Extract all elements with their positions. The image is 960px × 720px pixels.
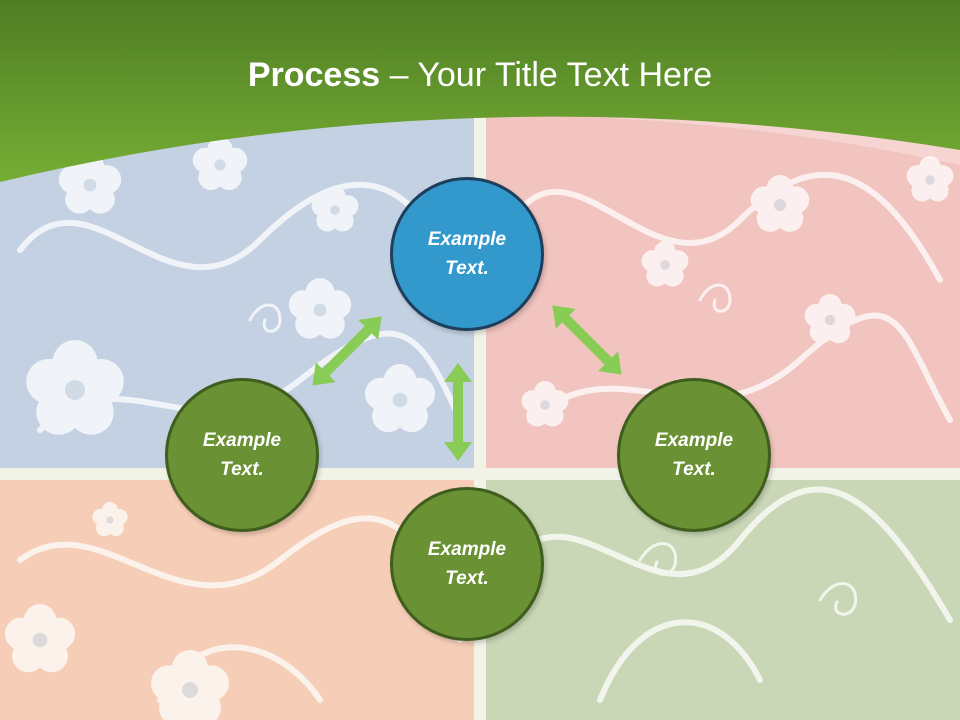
title-bold: Process [247,56,381,94]
title-rest: – Your Title Text Here [380,56,713,94]
title-banner [0,0,960,182]
node-top-label: Example Text. [427,229,507,279]
node-top: Example Text. [390,177,544,331]
node-right: Example Text. [617,378,771,532]
node-left-label: Example Text. [202,430,282,480]
node-bottom: Example Text. [390,487,544,641]
node-right-label: Example Text. [654,430,734,480]
arrow-top-right [552,305,622,375]
arrow-top-left [312,316,382,386]
arrow-top-bottom [444,363,472,461]
page-title: Process – Your Title Text Here [0,54,960,96]
node-left: Example Text. [165,378,319,532]
node-bottom-label: Example Text. [427,539,507,589]
